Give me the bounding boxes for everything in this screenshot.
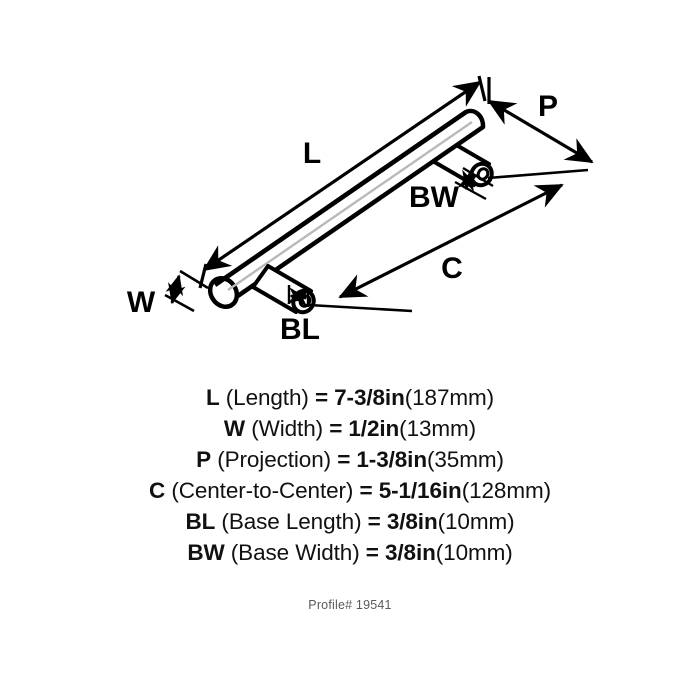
spec-value-mm: (10mm) [435,540,513,565]
dimension-P: P [487,77,594,164]
dimension-C: C [308,168,589,313]
spec-value-inches: 1/2in [348,416,400,441]
spec-value-inches: 1-3/8in [356,447,427,472]
spec-value-mm: (187mm) [404,385,495,410]
spec-row: C (Center-to-Center) = 5-1/16in(128mm) [0,475,700,506]
spec-abbr: W [223,416,246,441]
dimension-label-P: P [538,90,558,123]
dimension-label-BL: BL [280,313,320,346]
spec-abbr: P [196,447,212,472]
spec-value-mm: (10mm) [437,509,515,534]
spec-abbr: C [149,478,166,503]
spec-name: (Base Width) [230,540,360,565]
spec-value-inches: 3/8in [384,540,436,565]
spec-value-mm: (13mm) [399,416,477,441]
dimension-label-C: C [441,252,463,285]
dimension-label-L: L [303,137,321,170]
spec-value-inches: 3/8in [386,509,438,534]
diagram-svg: L W P C [127,75,594,346]
dimension-BL: BL [280,285,320,346]
spec-name: (Length) [225,385,309,410]
spec-value-mm: (35mm) [426,447,504,472]
spec-equals: = [329,416,343,441]
spec-name: (Width) [251,416,324,441]
spec-equals: = [365,540,379,565]
spec-row: BW (Base Width) = 3/8in(10mm) [0,537,700,568]
spec-value-mm: (128mm) [461,478,551,503]
spec-row: L (Length) = 7-3/8in(187mm) [0,382,700,413]
dimension-BW: BW [409,166,494,214]
spec-abbr: L [205,385,220,410]
spec-row: BL (Base Length) = 3/8in(10mm) [0,506,700,537]
dimension-L: L [198,75,487,289]
spec-equals: = [314,385,328,410]
product-dimension-diagram: L W P C [127,75,594,346]
dimension-label-W: W [127,286,156,319]
spec-row: P (Projection) = 1-3/8in(35mm) [0,444,700,475]
spec-equals: = [337,447,351,472]
spec-value-inches: 7-3/8in [334,385,405,410]
dimension-label-BW: BW [409,181,460,214]
spec-row: W (Width) = 1/2in(13mm) [0,413,700,444]
spec-abbr: BW [187,540,225,565]
profile-number: Profile# 19541 [308,598,392,612]
spec-equals: = [359,478,373,503]
spec-name: (Base Length) [221,509,362,534]
dimension-spec-list: L (Length) = 7-3/8in(187mm) W (Width) = … [0,382,700,568]
spec-name: (Center-to-Center) [171,478,354,503]
dimension-W: W [127,269,209,319]
spec-equals: = [367,509,381,534]
spec-abbr: BL [185,509,216,534]
spec-value-inches: 5-1/16in [378,478,462,503]
spec-name: (Projection) [217,447,332,472]
